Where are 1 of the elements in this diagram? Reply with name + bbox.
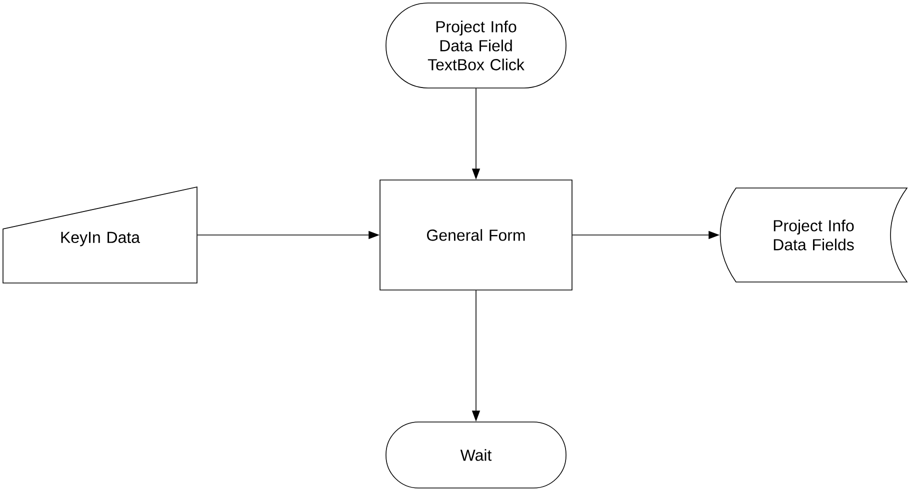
process-box: General Form (380, 180, 572, 290)
